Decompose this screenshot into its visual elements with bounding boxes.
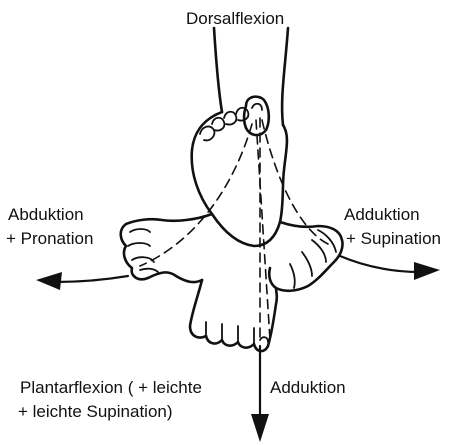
arrow-left	[36, 272, 128, 290]
arrow-right	[340, 256, 440, 280]
label-pronation: + Pronation	[6, 229, 93, 249]
foot-adduktion-supination	[269, 222, 342, 291]
label-plantarflexion: Plantarflexion ( + leichte	[20, 378, 202, 398]
foot-dorsalflexion	[192, 97, 287, 246]
foot-plantarflexion	[190, 280, 277, 351]
dashed-axes	[140, 118, 328, 340]
lower-leg	[214, 28, 288, 125]
label-abduktion: Abduktion	[8, 205, 84, 225]
label-plantar-adduktion: Adduktion	[270, 378, 346, 398]
label-adduktion: Adduktion	[344, 205, 420, 225]
label-dorsalflexion: Dorsalflexion	[186, 9, 284, 29]
label-supination: + Supination	[346, 229, 441, 249]
arrow-down	[251, 346, 269, 442]
label-leichte-supination: + leichte Supination)	[18, 402, 173, 422]
